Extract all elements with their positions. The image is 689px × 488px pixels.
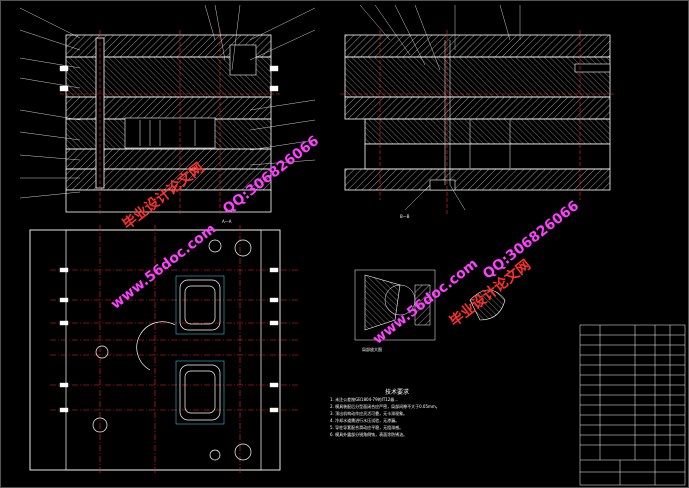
detail-label: 局部放大图	[362, 347, 382, 352]
plan-view	[29, 225, 300, 475]
view-label-a: A—A	[222, 219, 232, 224]
front-section-view	[19, 4, 316, 215]
note-line: 1. 未注公差按GB1804-79的IT12级…	[330, 397, 399, 402]
note-line: 4. 冷却水道需进行水压试验，无渗漏。	[330, 418, 400, 423]
title-block	[579, 324, 686, 486]
side-section-view	[340, 4, 615, 215]
technical-requirements-title: 技术要求	[385, 389, 410, 396]
view-label-b: B—B	[400, 214, 410, 219]
note-line: 5. 导柱导套配合滑动应平稳，无阻滞感。	[330, 425, 404, 430]
detail-sketch	[354, 269, 506, 341]
note-line: 2. 模具装配后分型面闭合应严密，局部间隙不大于0.05mm。	[330, 404, 440, 409]
note-line: 6. 模具外露部分锐角倒钝，表面涂防锈油。	[330, 432, 408, 437]
note-line: 3. 顶出机构动作应灵活可靠，无卡滞现象。	[330, 411, 408, 416]
